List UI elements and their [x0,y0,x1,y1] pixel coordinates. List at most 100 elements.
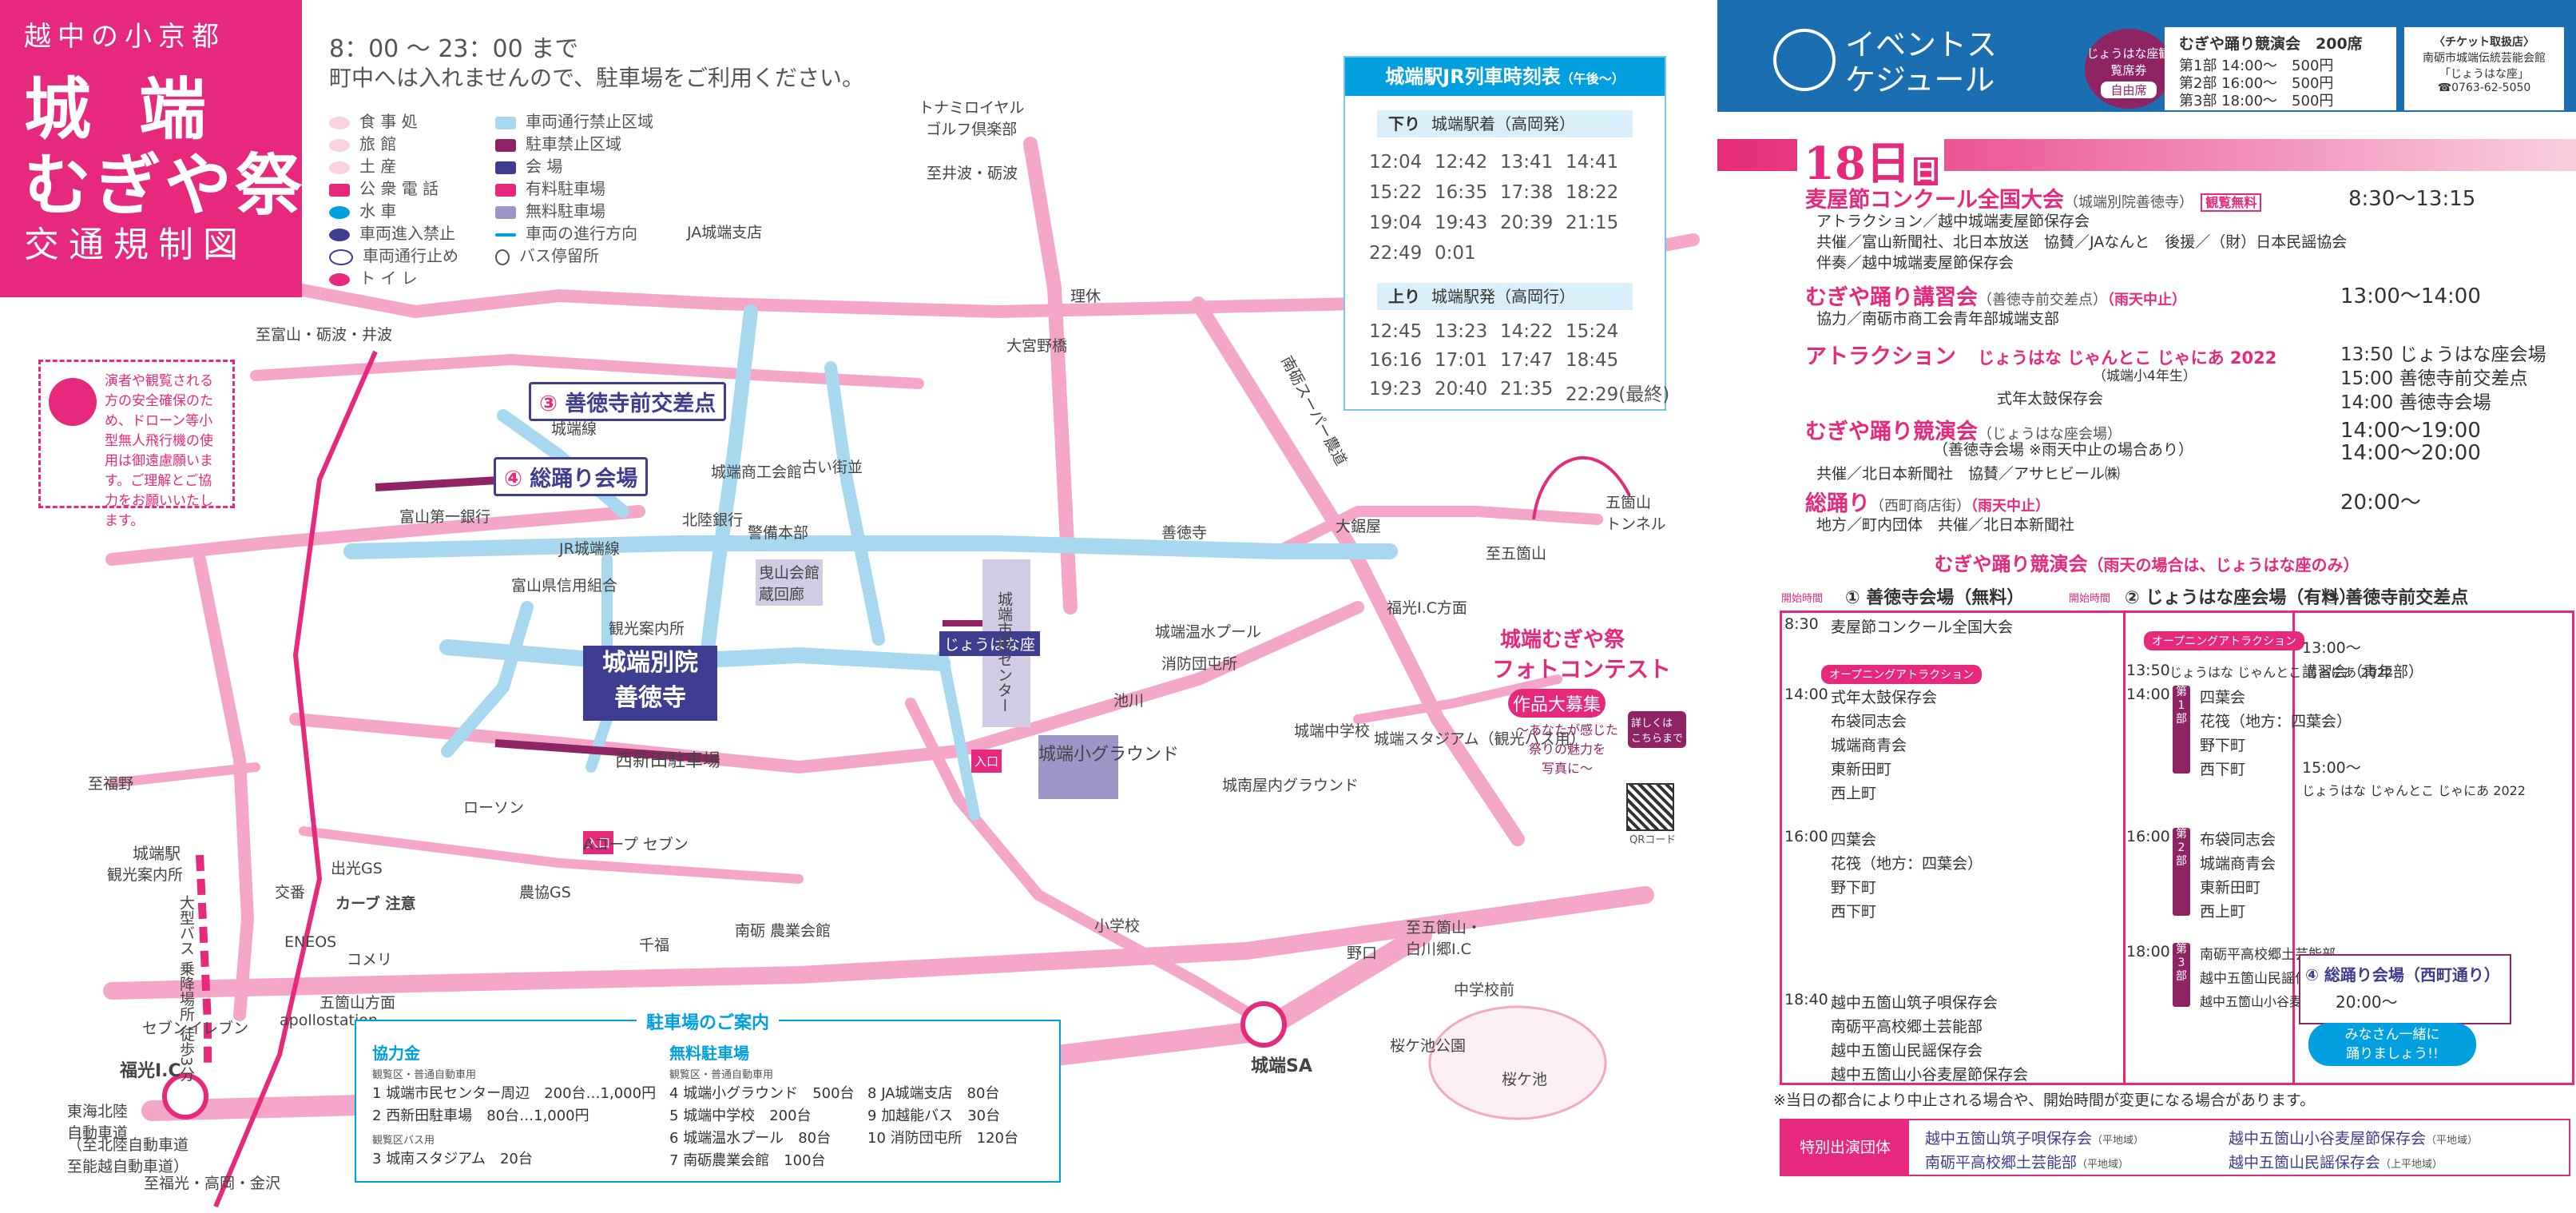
time: 17:01 [1435,350,1488,371]
fukumitsu-ic-icon [162,1073,208,1120]
label-yurugien: 中学校前 [1454,981,1515,999]
photo-badge: 作品大募集 [1508,689,1606,718]
label-eneos: ENEOS [284,933,337,951]
slot-item: 西上町 [2200,903,2246,921]
traffic-map [103,137,1700,1208]
label-chugakko-mae: 善徳寺 [1161,524,1208,542]
drone-icon [49,378,97,426]
slot-item: 越中五箇山民謡保存会 [1831,1042,1983,1060]
slot-item: 四葉会 [2200,689,2246,706]
spot-sou-odori: ④ 総踊り会場 [494,457,649,496]
label-to-kanazawa: 至福光・高岡・金沢 [144,1175,281,1192]
slot-item: 西下町 [2200,761,2246,778]
label-johanaza: じょうはな座 [939,631,1041,656]
time: 18:22 [1566,182,1619,203]
label-fukumitsu-dir: 福光I.C方面 [1387,599,1467,617]
qr-code-icon[interactable] [1626,783,1674,831]
label-stadium: 城端スタジアム（観光バス用） [1374,730,1586,748]
slot-item: 野下町 [1831,879,1877,897]
event-detail: 共催／富山新聞社、北日本放送 協賛／JAなんと 後援／（財）日本民謡協会 [1816,233,2348,251]
slot-time: 18:00 [2126,943,2170,960]
label-first-bank: 富山第一銀行 [399,508,491,526]
label-shinkumi: 富山県信用組合 [511,577,618,595]
ticket-badge: じょうはな座観覧席券自由席 [2085,29,2173,109]
hours-line1: 8：00 ～ 23：00 まで [329,35,579,63]
time: 12:45 [1369,321,1423,342]
hours-line2: 町中へは入れませんので、駐車場をご利用ください。 [329,65,865,91]
schedule-panel: イベントスケジュール じょうはな座観覧席券自由席 むぎや踊り競演会 200席 第… [1717,0,2576,1213]
label-nokyo-gs: 南砺 農業会館 [735,922,832,940]
slot-time: 14:00 [1784,686,1828,703]
ticket-line: 第1部 14:00～ 500円 [2179,58,2334,74]
label-omiyano-bridge: 大宮野橋 [1006,337,1068,355]
event-detail: 共催／北日本新聞社 協賛／アサヒビール㈱ [1816,465,2121,483]
photo-title2: フォトコンテスト [1492,656,1672,682]
slot-item: 越中五箇山筑子唄保存会 [1831,994,1998,1012]
time: 20:40 [1435,379,1488,400]
slot-time: 14:00 [2126,686,2170,703]
event-detail: （善徳寺会場 ※雨天中止の場合あり） [1933,441,2193,459]
time: 16:35 [1435,182,1488,203]
paid-sub1: 観覧区・普通自動車用 [372,1069,477,1081]
free-item: 6 城端温水プール 80台 [669,1130,832,1147]
slot-item: じょうはな じゃんとこ じゃにあ 2022 [2169,665,2393,680]
label-tourist-info: 観光案内所 [609,620,685,638]
label-security-hq: 警備本部 [748,524,809,542]
slot-item: 花筏（地方：四葉会） [2200,713,2352,730]
label-rikyu: 理休 [1070,288,1101,305]
label-to-fukuno: 至福野 [88,775,134,793]
legend-item: 有料駐車場 [495,176,605,199]
legend-item: 車両進入禁止 [329,221,455,244]
part-tag: 第1部 [2173,686,2190,774]
label-sakura-park: 桜ケ池公園 [1390,1037,1467,1055]
event-time: 13:50 じょうはな座会場 [2340,344,2546,365]
event-detail: 伴奏／越中城端麦屋節保存会 [1816,254,2014,272]
ticket-line: 第2部 16:00～ 500円 [2179,75,2334,92]
tunnel-icon [1532,456,1631,520]
time: 22:49 [1369,243,1423,264]
photo-detail-link[interactable]: 詳しくは こちらまで [1628,711,1687,748]
legend-item: 水 車 [329,198,396,221]
time: 21:15 [1566,213,1619,233]
time: 14:22 [1500,321,1554,342]
col-head: 開始時間 [2069,593,2111,605]
event-time: 14:00 善徳寺会場 [2340,392,2491,413]
free-item: 4 城端小グラウンド 500台 [669,1085,855,1102]
jr-line [196,854,212,1063]
time: 14:41 [1566,152,1619,173]
event-time: 8:30～13:15 [2348,187,2476,211]
legend-item: 駐車禁止区域 [495,131,621,154]
label-station-info: 観光案内所 [107,866,184,884]
label-sakuragaike: 桜ケ池 [1502,1071,1548,1088]
col-head: ① 善徳寺会場（無料） [1845,588,2025,608]
legend-item: 車両通行禁止区域 [495,109,653,132]
free-item: 7 南砺農業会館 100台 [669,1152,826,1169]
label-to-toyama: 至富山・砺波・井波 [256,326,393,344]
legend-item: ト イ レ [329,265,418,288]
event-detail: 式年太鼓保存会 [1997,390,2104,408]
label-elementary: 池川 [1113,692,1145,710]
col-head: 開始時間 [1781,593,1824,605]
legend-item: バス停留所 [495,243,599,266]
slot-item: 布袋同志会 [1831,713,1907,730]
label-pool: 城端温水プール [1155,623,1262,641]
free-item: 8 JA城端支店 80台 [867,1085,1000,1102]
special-group: 越中五箇山小谷麦屋節保存会（平地域） [2229,1130,2479,1147]
legend-item: 無料駐車場 [495,198,605,221]
event-time: 14:00～19:00 [2340,419,2481,443]
label-shimin-center: 城端市民センター [995,591,1013,713]
opening-pill: オープニングアトラクション [2144,631,2305,650]
event-time: 13:00～14:00 [2340,284,2481,308]
time: 22:29(最終) [1566,384,1670,405]
slot-item: じょうはな じゃんとこ じゃにあ 2022 [2302,783,2526,798]
label-gokayama-dir: 五箇山方面 [320,994,396,1012]
slot-time: 15:00～ [2302,759,2361,777]
timetable-up-header: 上り城端駅発（高岡行） [1377,283,1633,310]
label-acoop: 農協GS [519,884,571,901]
slot-item: 講習会（青年部） [2302,663,2424,681]
title-main2: むぎや祭 [24,145,306,225]
slot-item: 西上町 [1831,785,1877,802]
label-johana-sa: 城端SA [1251,1056,1312,1076]
legend-item: 食 事 処 [329,109,418,132]
event-time: 20:00～ [2340,491,2421,515]
